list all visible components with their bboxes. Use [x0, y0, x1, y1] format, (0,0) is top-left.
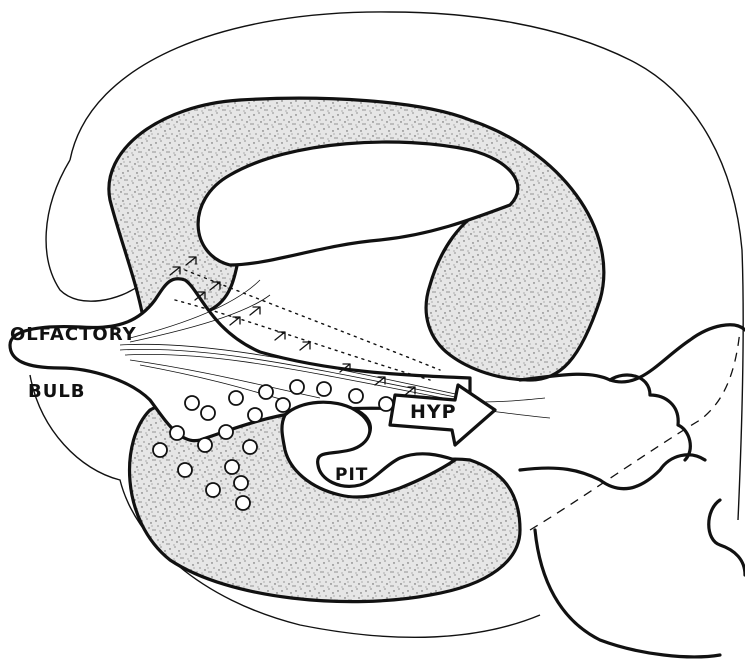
- brainstem-lobes: [610, 375, 745, 575]
- hyp-label: HYP: [410, 401, 457, 423]
- pit-label: PIT: [335, 465, 368, 485]
- bulb-label: BULB: [28, 381, 86, 402]
- olfactory-label: OLFACTORY: [10, 324, 137, 345]
